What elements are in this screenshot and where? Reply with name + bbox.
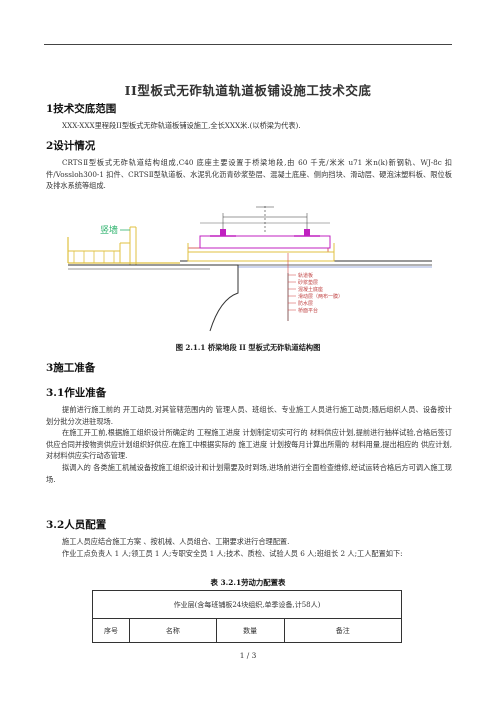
paragraph: 提前进行施工前的 开工动员,对其管辖范围内的 管理人员、班组长、专业施工人员进行… <box>46 405 452 426</box>
column-header: 序号 <box>91 618 131 643</box>
section3-1-text: 提前进行施工前的 开工动员,对其管辖范围内的 管理人员、班组长、专业施工人员进行… <box>46 404 452 485</box>
section3-2-heading: 3.2人员配置 <box>46 519 107 531</box>
track-structure-figure: 竖墙 轨道板 砂浆垫层 混凝土底座 滑动层（两布一膜） 防水层 桥面平台 <box>67 206 432 332</box>
table-caption: 表 3.2.1劳动力配置表 <box>210 578 286 587</box>
column-header: 名称 <box>129 618 217 643</box>
paragraph: 作业工点负责人 1 人;领工员 1 人;专职安全员 1 人;技术、质检、试验人员… <box>62 548 403 558</box>
labor-table: 作业层(含每班铺板24块组织,单季设备,计58人) 序号 名称 数量 备注 <box>91 590 403 643</box>
page-number: 1 / 3 <box>239 651 257 660</box>
legend-item: 轨道板 <box>298 272 313 279</box>
wall-label: 竖墙 <box>100 224 118 236</box>
section3-1-heading: 3.1作业准备 <box>46 387 107 399</box>
paragraph: 施工人员应结合施工方案 、按机械、人员组合、工期要求进行合理配置. <box>62 537 290 546</box>
section1-text: XXX-XXX里程段II型板式无砟轨道板铺设施工,全长XXX米.(以桥梁为代表)… <box>46 120 452 132</box>
legend-item: 混凝土底座 <box>298 286 323 293</box>
legend-item: 滑动层（两布一膜） <box>298 293 343 300</box>
section3-heading: 3施工准备 <box>46 362 96 374</box>
table-header-span: 作业层(含每班铺板24块组织,单季设备,计58人) <box>92 590 402 619</box>
section2-text: CRTSⅡ型板式无砟轨道结构组成,C40 底座主要设置于桥梁地段,由 60 千克… <box>46 157 452 192</box>
paragraph: 拟调入的 各类施工机械设备按施工组织设计和计划需要及时到场,进场前进行全面检查维… <box>46 462 452 484</box>
section3-2-text: 施工人员应结合施工方案 、按机械、人员组合、工期要求进行合理配置. 作业工点负责… <box>46 536 452 559</box>
column-header: 备注 <box>283 618 403 643</box>
section2-paragraph: CRTSⅡ型板式无砟轨道结构组成,C40 底座主要设置于桥梁地段,由 60 千克… <box>46 158 452 191</box>
header-rule <box>44 44 452 45</box>
column-header: 数量 <box>215 618 285 643</box>
legend-item: 桥面平台 <box>298 307 318 314</box>
legend-item: 防水层 <box>298 300 313 307</box>
section2-heading: 2设计情况 <box>46 140 96 152</box>
legend-item: 砂浆垫层 <box>298 279 318 286</box>
figure-caption: 图 2.1.1 桥梁地段 II 型板式无砟轨道结构图 <box>175 343 321 352</box>
section1-paragraph: XXX-XXX里程段II型板式无砟轨道板铺设施工,全长XXX米.(以桥梁为代表)… <box>62 121 301 130</box>
paragraph: 在施工开工前,根据施工组织设计所确定的 工程施工进度 计划制定切实可行的 材料供… <box>46 428 452 461</box>
section1-heading: 1技术交底范围 <box>46 103 117 115</box>
document-title: II型板式无砟轨道轨道板铺设施工技术交底 <box>124 83 372 98</box>
